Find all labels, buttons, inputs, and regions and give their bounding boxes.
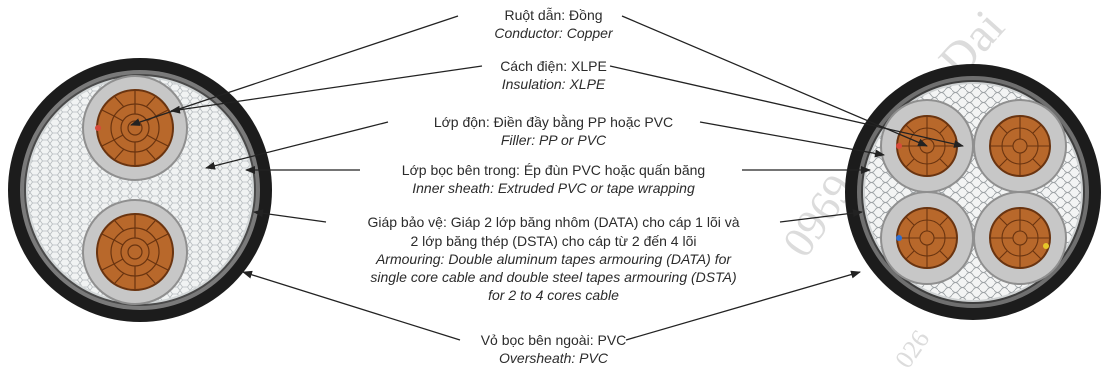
label-armouring-vi-line2: 2 lớp băng thép (DSTA) cho cáp từ 2 đến …	[410, 233, 697, 249]
leader-conductor-right	[621, 15, 928, 147]
leader-oversheath-right	[625, 270, 861, 341]
left-core-top-strands	[101, 90, 169, 166]
label-inner-sheath-vi: Lớp bọc bên trong: Ép đùn PVC hoặc quấn …	[401, 162, 706, 178]
right-core-red-marker	[896, 143, 902, 149]
right-core-top-right	[973, 99, 1067, 193]
leader-conductor-left	[130, 15, 459, 126]
leader-oversheath-left	[242, 270, 461, 341]
label-conductor-en: Conductor: Copper	[494, 25, 613, 41]
label-armouring-vi-line1: Giáp bảo vệ: Giáp 2 lớp băng nhôm (DATA)…	[367, 214, 740, 230]
left-core-bottom-strands	[101, 214, 169, 290]
label-insulation-vi: Cách điện: XLPE	[500, 58, 607, 74]
right-core-bottom-left	[880, 191, 974, 285]
label-armouring-en-line1: Armouring: Double aluminum tapes armouri…	[375, 251, 732, 267]
label-oversheath-vi: Vỏ bọc bên ngoài: PVC	[480, 332, 627, 348]
left-core-top-red-marker	[95, 125, 101, 131]
label-conductor-vi: Ruột dẫn: Đồng	[504, 7, 603, 23]
right-core-yellow-marker	[1043, 243, 1049, 249]
label-filler-en: Filler: PP or PVC	[500, 132, 607, 148]
right-core-bottom-right	[973, 191, 1067, 285]
label-inner-sheath-en: Inner sheath: Extruded PVC or tape wrapp…	[412, 180, 695, 196]
right-cable-4-core	[845, 64, 1101, 320]
leader-insulation-left	[170, 65, 483, 114]
label-oversheath-en: Oversheath: PVC	[499, 350, 608, 366]
label-armouring-en-line2: single core cable and double steel tapes…	[370, 269, 737, 285]
leader-filler-left	[205, 121, 389, 170]
left-cable-2-core	[8, 58, 272, 322]
label-armouring-en-line3: for 2 to 4 cores cable	[488, 287, 619, 303]
right-core-blue-marker	[896, 235, 902, 241]
leader-armouring-left	[253, 209, 327, 223]
label-insulation-en: Insulation: XLPE	[501, 76, 606, 92]
leader-armouring-right	[779, 209, 863, 223]
leader-lines	[130, 15, 964, 341]
leader-filler-right	[699, 121, 885, 158]
label-filler-vi: Lớp độn: Điền đầy bằng PP hoặc PVC	[433, 114, 674, 130]
leader-insulation-right	[609, 65, 964, 148]
